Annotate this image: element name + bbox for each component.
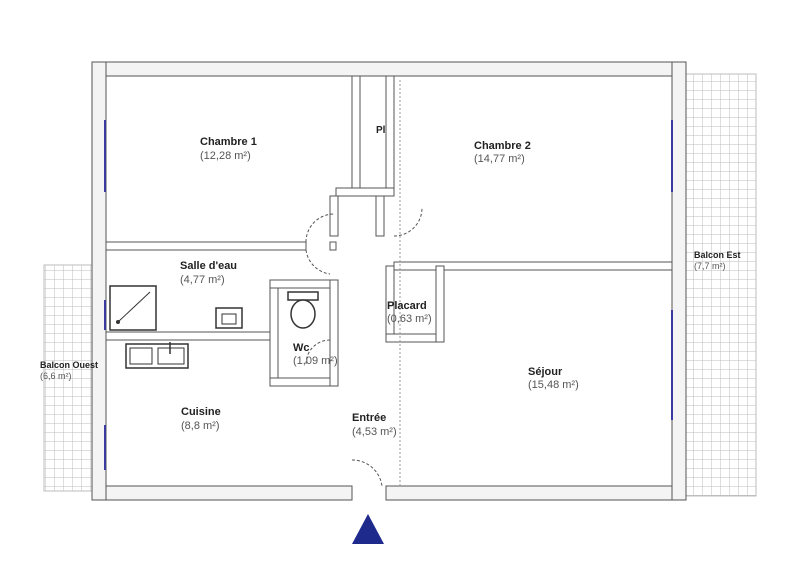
room-area-sejour: (15,48 m²) bbox=[528, 379, 579, 391]
room-name-salle-eau: Salle d'eau bbox=[180, 260, 238, 272]
room-area-salle-eau: (4,77 m²) bbox=[180, 274, 225, 286]
room-name-chambre-2: Chambre 2 bbox=[474, 140, 531, 152]
room-name-chambre-1: Chambre 1 bbox=[200, 136, 257, 148]
outer-walls bbox=[91, 61, 687, 501]
room-area-placard: (0,63 m²) bbox=[387, 313, 432, 325]
toilet-icon bbox=[287, 291, 319, 329]
interior-walls bbox=[105, 75, 673, 387]
room-area-balcon-ouest: (6,6 m²) bbox=[40, 371, 72, 381]
room-name-sejour: Séjour bbox=[528, 366, 563, 378]
room-area-cuisine: (8,8 m²) bbox=[181, 420, 220, 432]
shower-icon bbox=[109, 285, 157, 331]
room-name-balcon-ouest: Balcon Ouest bbox=[40, 360, 99, 370]
room-name-balcon-est: Balcon Est bbox=[694, 250, 741, 260]
room-name-pl: Pl bbox=[376, 125, 386, 136]
sink-icon bbox=[215, 307, 243, 329]
balcony-east bbox=[685, 73, 757, 497]
room-area-chambre-1: (12,28 m²) bbox=[200, 150, 251, 162]
room-name-placard: Placard bbox=[387, 300, 427, 312]
room-area-balcon-est: (7,7 m²) bbox=[694, 261, 726, 271]
room-name-entree: Entrée bbox=[352, 412, 387, 424]
kitchen-sink-icon bbox=[125, 342, 189, 369]
room-area-wc: (1,09 m²) bbox=[293, 355, 338, 367]
room-area-chambre-2: (14,77 m²) bbox=[474, 153, 525, 165]
room-name-wc: Wc bbox=[293, 342, 310, 354]
room-area-entree: (4,53 m²) bbox=[352, 426, 397, 438]
entrance-arrow-icon bbox=[352, 514, 384, 544]
balcony-west bbox=[43, 264, 93, 492]
windows bbox=[104, 120, 673, 470]
door-swings bbox=[305, 207, 423, 487]
room-name-cuisine: Cuisine bbox=[181, 406, 221, 418]
